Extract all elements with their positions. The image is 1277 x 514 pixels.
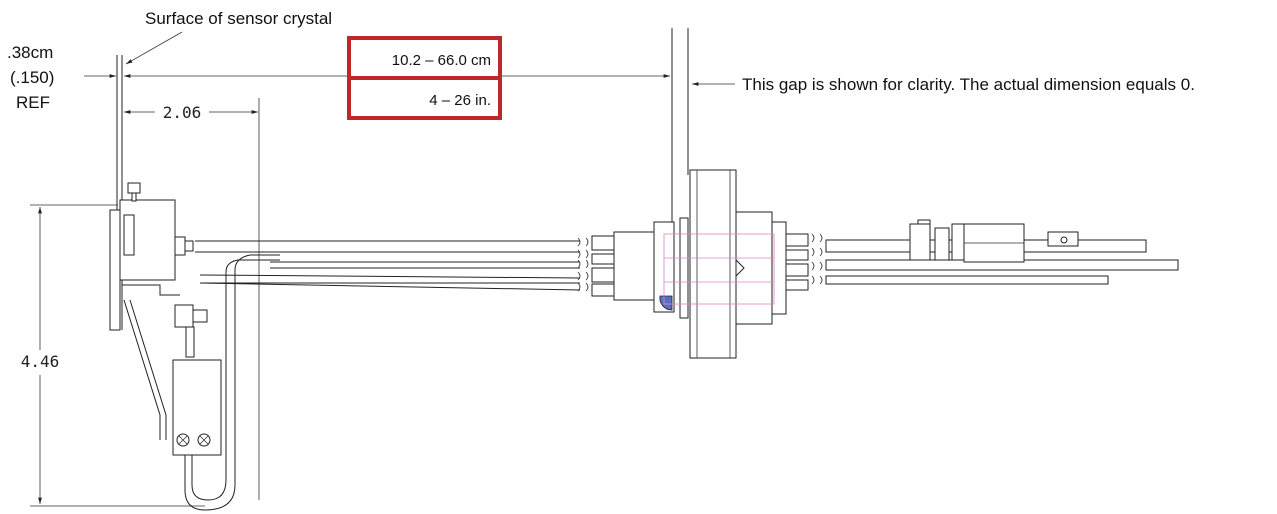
surface-leader	[125, 31, 183, 65]
range-cm-label: 10.2 – 66.0 cm	[392, 52, 491, 69]
dim-446-label: 4.46	[21, 352, 60, 371]
surface-label: Surface of sensor crystal	[145, 9, 332, 28]
feedthrough-flange	[591, 169, 823, 359]
tube-bundle-left	[195, 237, 589, 292]
ref-cm-label: .38cm	[7, 43, 53, 62]
dim-206-label: 2.06	[163, 103, 202, 122]
sensor-head-assembly	[109, 182, 280, 511]
ref-in-label: (.150)	[10, 68, 54, 87]
tube-bundle-right	[825, 219, 1179, 285]
ref-word-label: REF	[16, 93, 50, 112]
range-in-label: 4 – 26 in.	[429, 92, 491, 109]
gap-note-label: This gap is shown for clarity. The actua…	[742, 75, 1195, 94]
seal-oring	[659, 295, 673, 311]
